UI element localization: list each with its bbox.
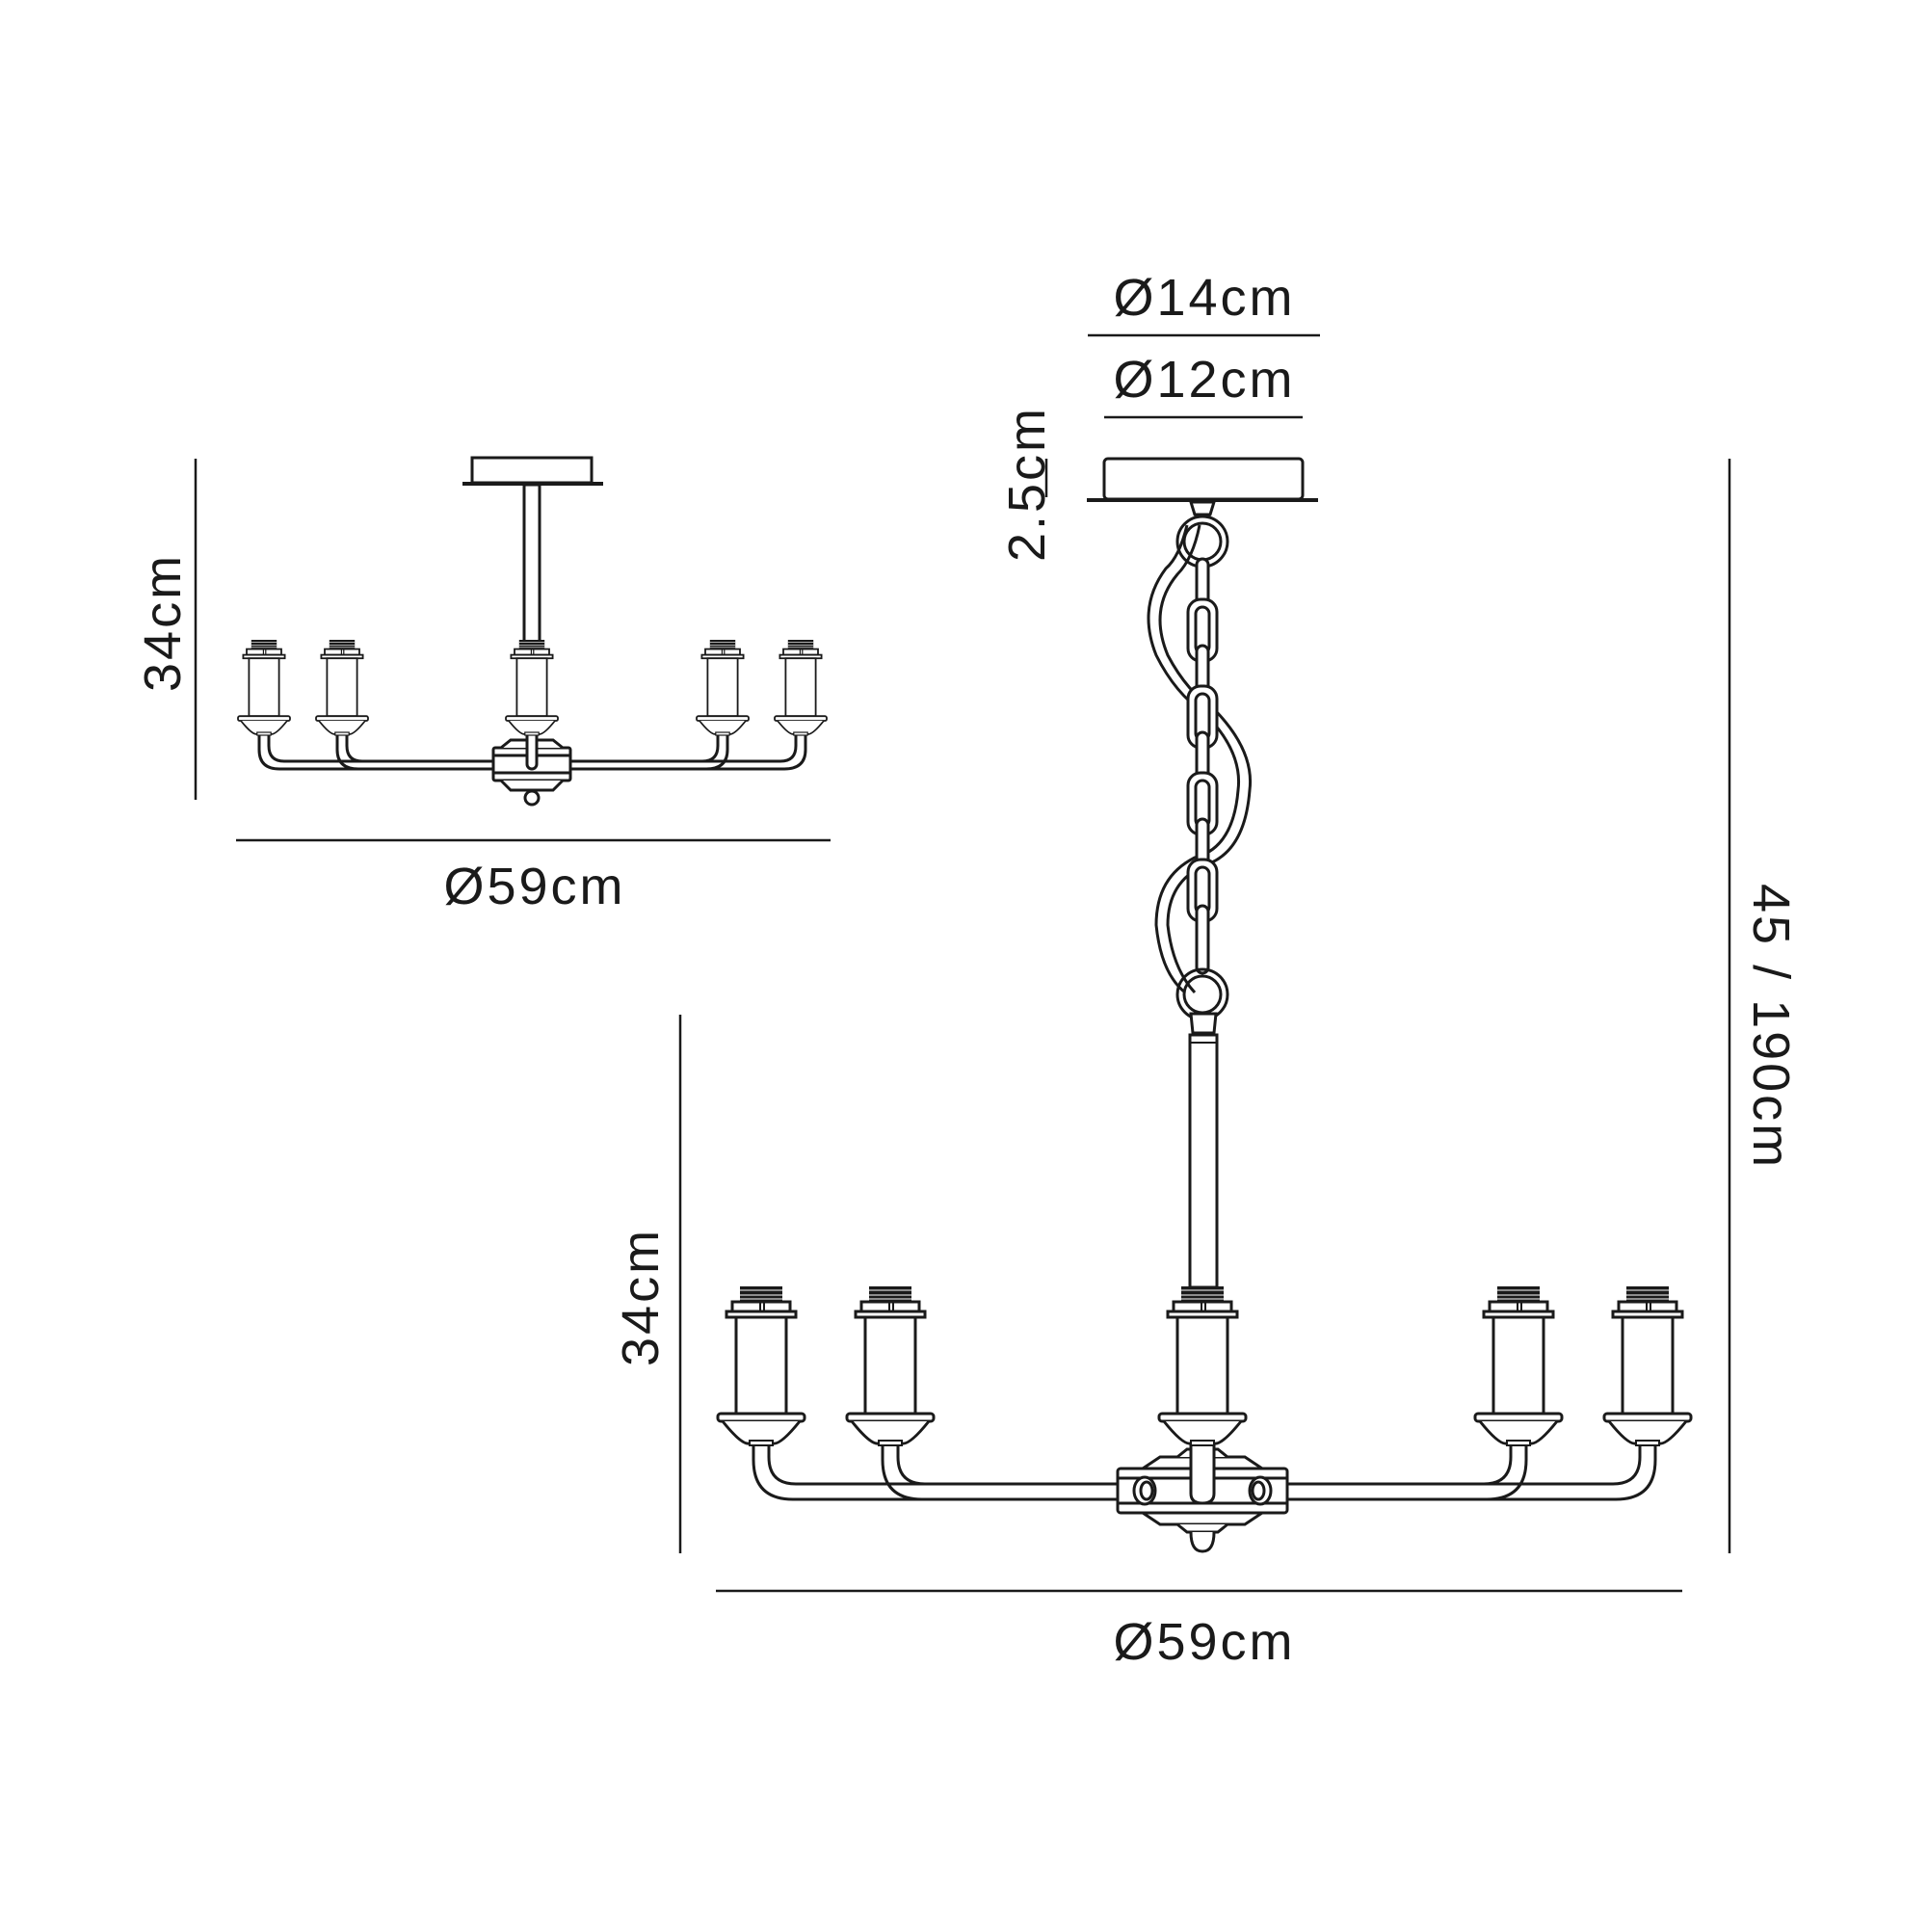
canopy-height-label: 2.5cm — [998, 405, 1056, 563]
semi-flush-height-label: 34cm — [134, 552, 192, 692]
pendant-diameter-label: Ø59cm — [1113, 1613, 1296, 1671]
canopy-outer-diameter-label: Ø14cm — [1113, 269, 1296, 327]
canopy-inner-diameter-label: Ø12cm — [1113, 351, 1296, 409]
semi-flush-diameter-label: Ø59cm — [443, 858, 626, 915]
semi-flush-view — [194, 456, 831, 842]
pendant-body-height-label: 34cm — [612, 1227, 670, 1366]
drop-length-label: 45 / 190cm — [1742, 884, 1800, 1171]
pendant-view — [678, 333, 1731, 1593]
